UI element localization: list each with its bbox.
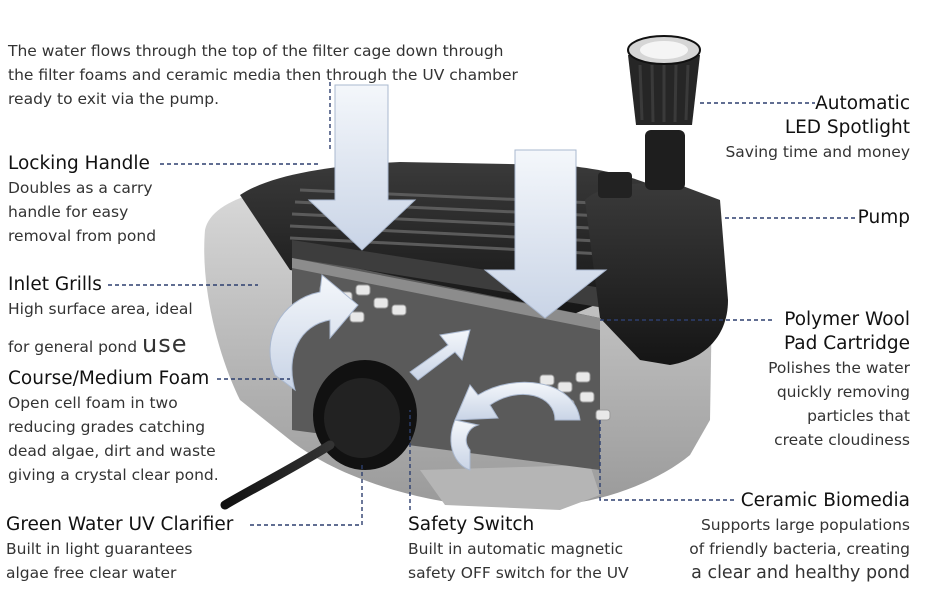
locking-handle-desc: Doubles as a carry handle for easy remov… — [8, 179, 157, 245]
safety-switch-desc: Built in automatic magnetic safety OFF s… — [408, 540, 629, 582]
callout-locking-handle: Locking Handle Doubles as a carry handle… — [8, 152, 156, 248]
callout-inlet-grills: Inlet Grills High surface area, ideal — [8, 273, 193, 321]
flow-arrow-curve-bottom — [450, 419, 480, 471]
inlet-grills-desc: High surface area, ideal — [8, 300, 193, 318]
inlet-grills-desc2-big: use — [142, 330, 188, 358]
filter-base-foot — [420, 465, 600, 510]
flow-arrow-curve-left — [269, 274, 359, 392]
flow-arrow-down-right — [483, 149, 608, 319]
led-spotlight-desc: Saving time and money — [725, 143, 910, 161]
led-spotlight-title: Automatic LED Spotlight — [784, 93, 910, 138]
foam-band-light — [292, 258, 600, 330]
callout-pump: Pump — [858, 206, 910, 230]
polymer-wool-desc: Polishes the water quickly removing part… — [768, 359, 910, 449]
leader-lines — [108, 82, 855, 526]
flow-arrow-diagonal — [409, 329, 471, 381]
leader-ceramic-biomedia — [599, 420, 735, 501]
inlet-grills-desc-line2: for general pond use — [8, 332, 187, 359]
power-cable — [220, 440, 335, 510]
locking-handle-title: Locking Handle — [8, 153, 150, 174]
callout-led-spotlight: Automatic LED Spotlight Saving time and … — [725, 92, 910, 164]
ceramic-biomedia-desc-last: a clear and healthy pond — [691, 563, 910, 583]
uv-clarifier-face — [324, 378, 400, 458]
safety-switch-title: Safety Switch — [408, 514, 535, 535]
callout-polymer-wool: Polymer Wool Pad Cartridge Polishes the … — [768, 308, 910, 452]
inlet-grills-desc2-prefix: for general pond — [8, 338, 142, 356]
inlet-grills-title: Inlet Grills — [8, 274, 102, 295]
leader-uv-clarifier — [250, 465, 363, 526]
spotlight-grip-ribs — [638, 64, 690, 123]
callout-uv-clarifier: Green Water UV Clarifier Built in light … — [6, 513, 233, 585]
spotlight-lens-inner — [640, 41, 688, 59]
callout-safety-switch: Safety Switch Built in automatic magneti… — [408, 513, 629, 585]
foam-desc: Open cell foam in two reducing grades ca… — [8, 394, 219, 484]
pump-cap — [598, 172, 632, 198]
pump-title: Pump — [857, 207, 910, 228]
polymer-wool-title: Polymer Wool Pad Cartridge — [783, 309, 910, 354]
ceramic-biomedia-desc: Supports large populations of friendly b… — [689, 516, 910, 558]
uv-clarifier-desc: Built in light guarantees algae free cle… — [6, 540, 193, 582]
uv-clarifier-title: Green Water UV Clarifier — [6, 514, 234, 535]
ceramic-biomedia-title: Ceramic Biomedia — [740, 490, 910, 511]
callout-foam: Course/Medium Foam Open cell foam in two… — [8, 367, 219, 487]
intro-text: The water flows through the top of the f… — [8, 42, 518, 108]
callout-ceramic-biomedia: Ceramic Biomedia Supports large populati… — [689, 489, 910, 585]
spotlight-stem — [645, 130, 685, 190]
flow-arrow-curve-right — [454, 381, 581, 421]
foam-title: Course/Medium Foam — [8, 368, 210, 389]
flow-arrow-down-left — [307, 84, 417, 251]
foam-band — [292, 240, 680, 320]
